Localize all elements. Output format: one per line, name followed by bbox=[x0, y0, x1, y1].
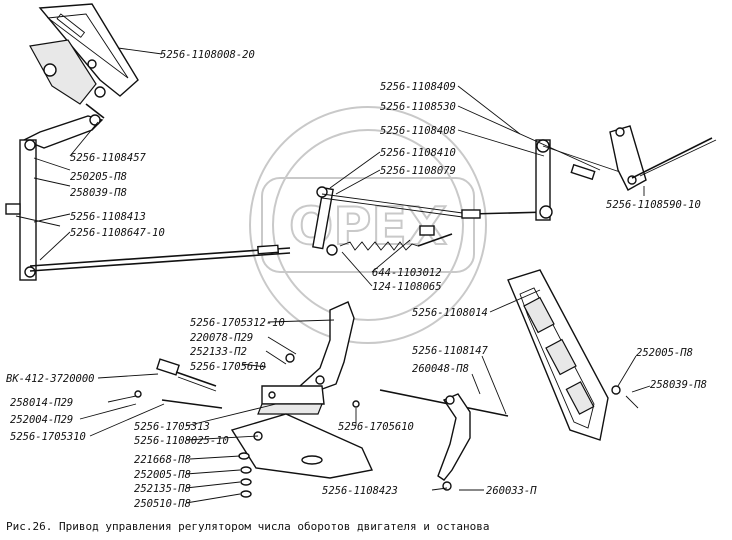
label-5256-1108590-10: 5256-1108590-10 bbox=[606, 199, 701, 211]
label-5256-1705610-upper: 5256-1705610 bbox=[190, 361, 266, 373]
label-5256-1108147: 5256-1108147 bbox=[412, 345, 489, 357]
label-5256-1108410: 5256-1108410 bbox=[380, 147, 456, 159]
label-5256-1108008-20: 5256-1108008-20 bbox=[160, 49, 255, 61]
label-124-1108065: 124-1108065 bbox=[372, 281, 442, 293]
label-258039-p8-left: 258039-П8 bbox=[70, 187, 127, 199]
label-252133-p2: 252133-П2 bbox=[190, 346, 247, 358]
right-bracket bbox=[507, 269, 609, 441]
figure-caption: Рис.26. Привод управления регулятором чи… bbox=[6, 520, 489, 533]
label-5256-1705313: 5256-1705313 bbox=[134, 421, 210, 433]
label-5256-1108014: 5256-1108014 bbox=[412, 307, 488, 319]
label-250205-p8: 250205-П8 bbox=[70, 171, 127, 183]
label-644-1103012: 644-1103012 bbox=[372, 267, 442, 279]
left-lever bbox=[5, 103, 105, 281]
label-5256-1108409: 5256-1108409 bbox=[380, 81, 456, 93]
label-5256-1108647-10: 5256-1108647-10 bbox=[70, 227, 165, 239]
leader-lines bbox=[33, 47, 651, 504]
label-258039-p8-right: 258039-П8 bbox=[650, 379, 707, 391]
label-5256-1108530: 5256-1108530 bbox=[380, 101, 456, 113]
label-252005-p8-right: 252005-П8 bbox=[636, 347, 693, 359]
label-260048-p8: 260048-П8 bbox=[412, 363, 469, 375]
label-5256-1108025-10: 5256-1108025-10 bbox=[134, 435, 229, 447]
right-lower-lever bbox=[352, 385, 639, 491]
washer-stack bbox=[238, 452, 252, 498]
label-250510-p8: 250510-П8 bbox=[134, 498, 191, 510]
label-vk-412-3720000: ВК-412-3720000 bbox=[6, 373, 95, 385]
label-258014-p29: 258014-П29 bbox=[10, 397, 73, 409]
label-5256-1108408: 5256-1108408 bbox=[380, 125, 456, 137]
label-5256-1108413: 5256-1108413 bbox=[70, 211, 146, 223]
label-5256-1705310: 5256-1705310 bbox=[10, 431, 86, 443]
label-5256-1108457: 5256-1108457 bbox=[70, 152, 147, 164]
accelerator-pedal bbox=[29, 3, 139, 105]
middle-lower-parts bbox=[161, 301, 374, 479]
label-260033-p: 260033-П bbox=[486, 485, 537, 497]
label-5256-1108423: 5256-1108423 bbox=[322, 485, 398, 497]
long-rod bbox=[29, 244, 291, 272]
label-5256-1705312-10: 5256-1705312-10 bbox=[190, 317, 285, 329]
label-252005-p8-lower: 252005-П8 bbox=[134, 469, 191, 481]
label-5256-1705610-lower: 5256-1705610 bbox=[338, 421, 414, 433]
adjusting-screw bbox=[134, 358, 217, 398]
right-upper-linkage bbox=[535, 125, 717, 221]
part-labels: 5256-1108008-20 5256-1108409 5256-110853… bbox=[6, 49, 707, 510]
label-252004-p29: 252004-П29 bbox=[10, 414, 73, 426]
label-220078-p29: 220078-П29 bbox=[190, 332, 253, 344]
label-252135-p8: 252135-П8 bbox=[134, 483, 191, 495]
label-221668-p8: 221668-П8 bbox=[134, 454, 191, 466]
central-linkage bbox=[312, 186, 549, 256]
label-5256-1108079: 5256-1108079 bbox=[380, 165, 456, 177]
